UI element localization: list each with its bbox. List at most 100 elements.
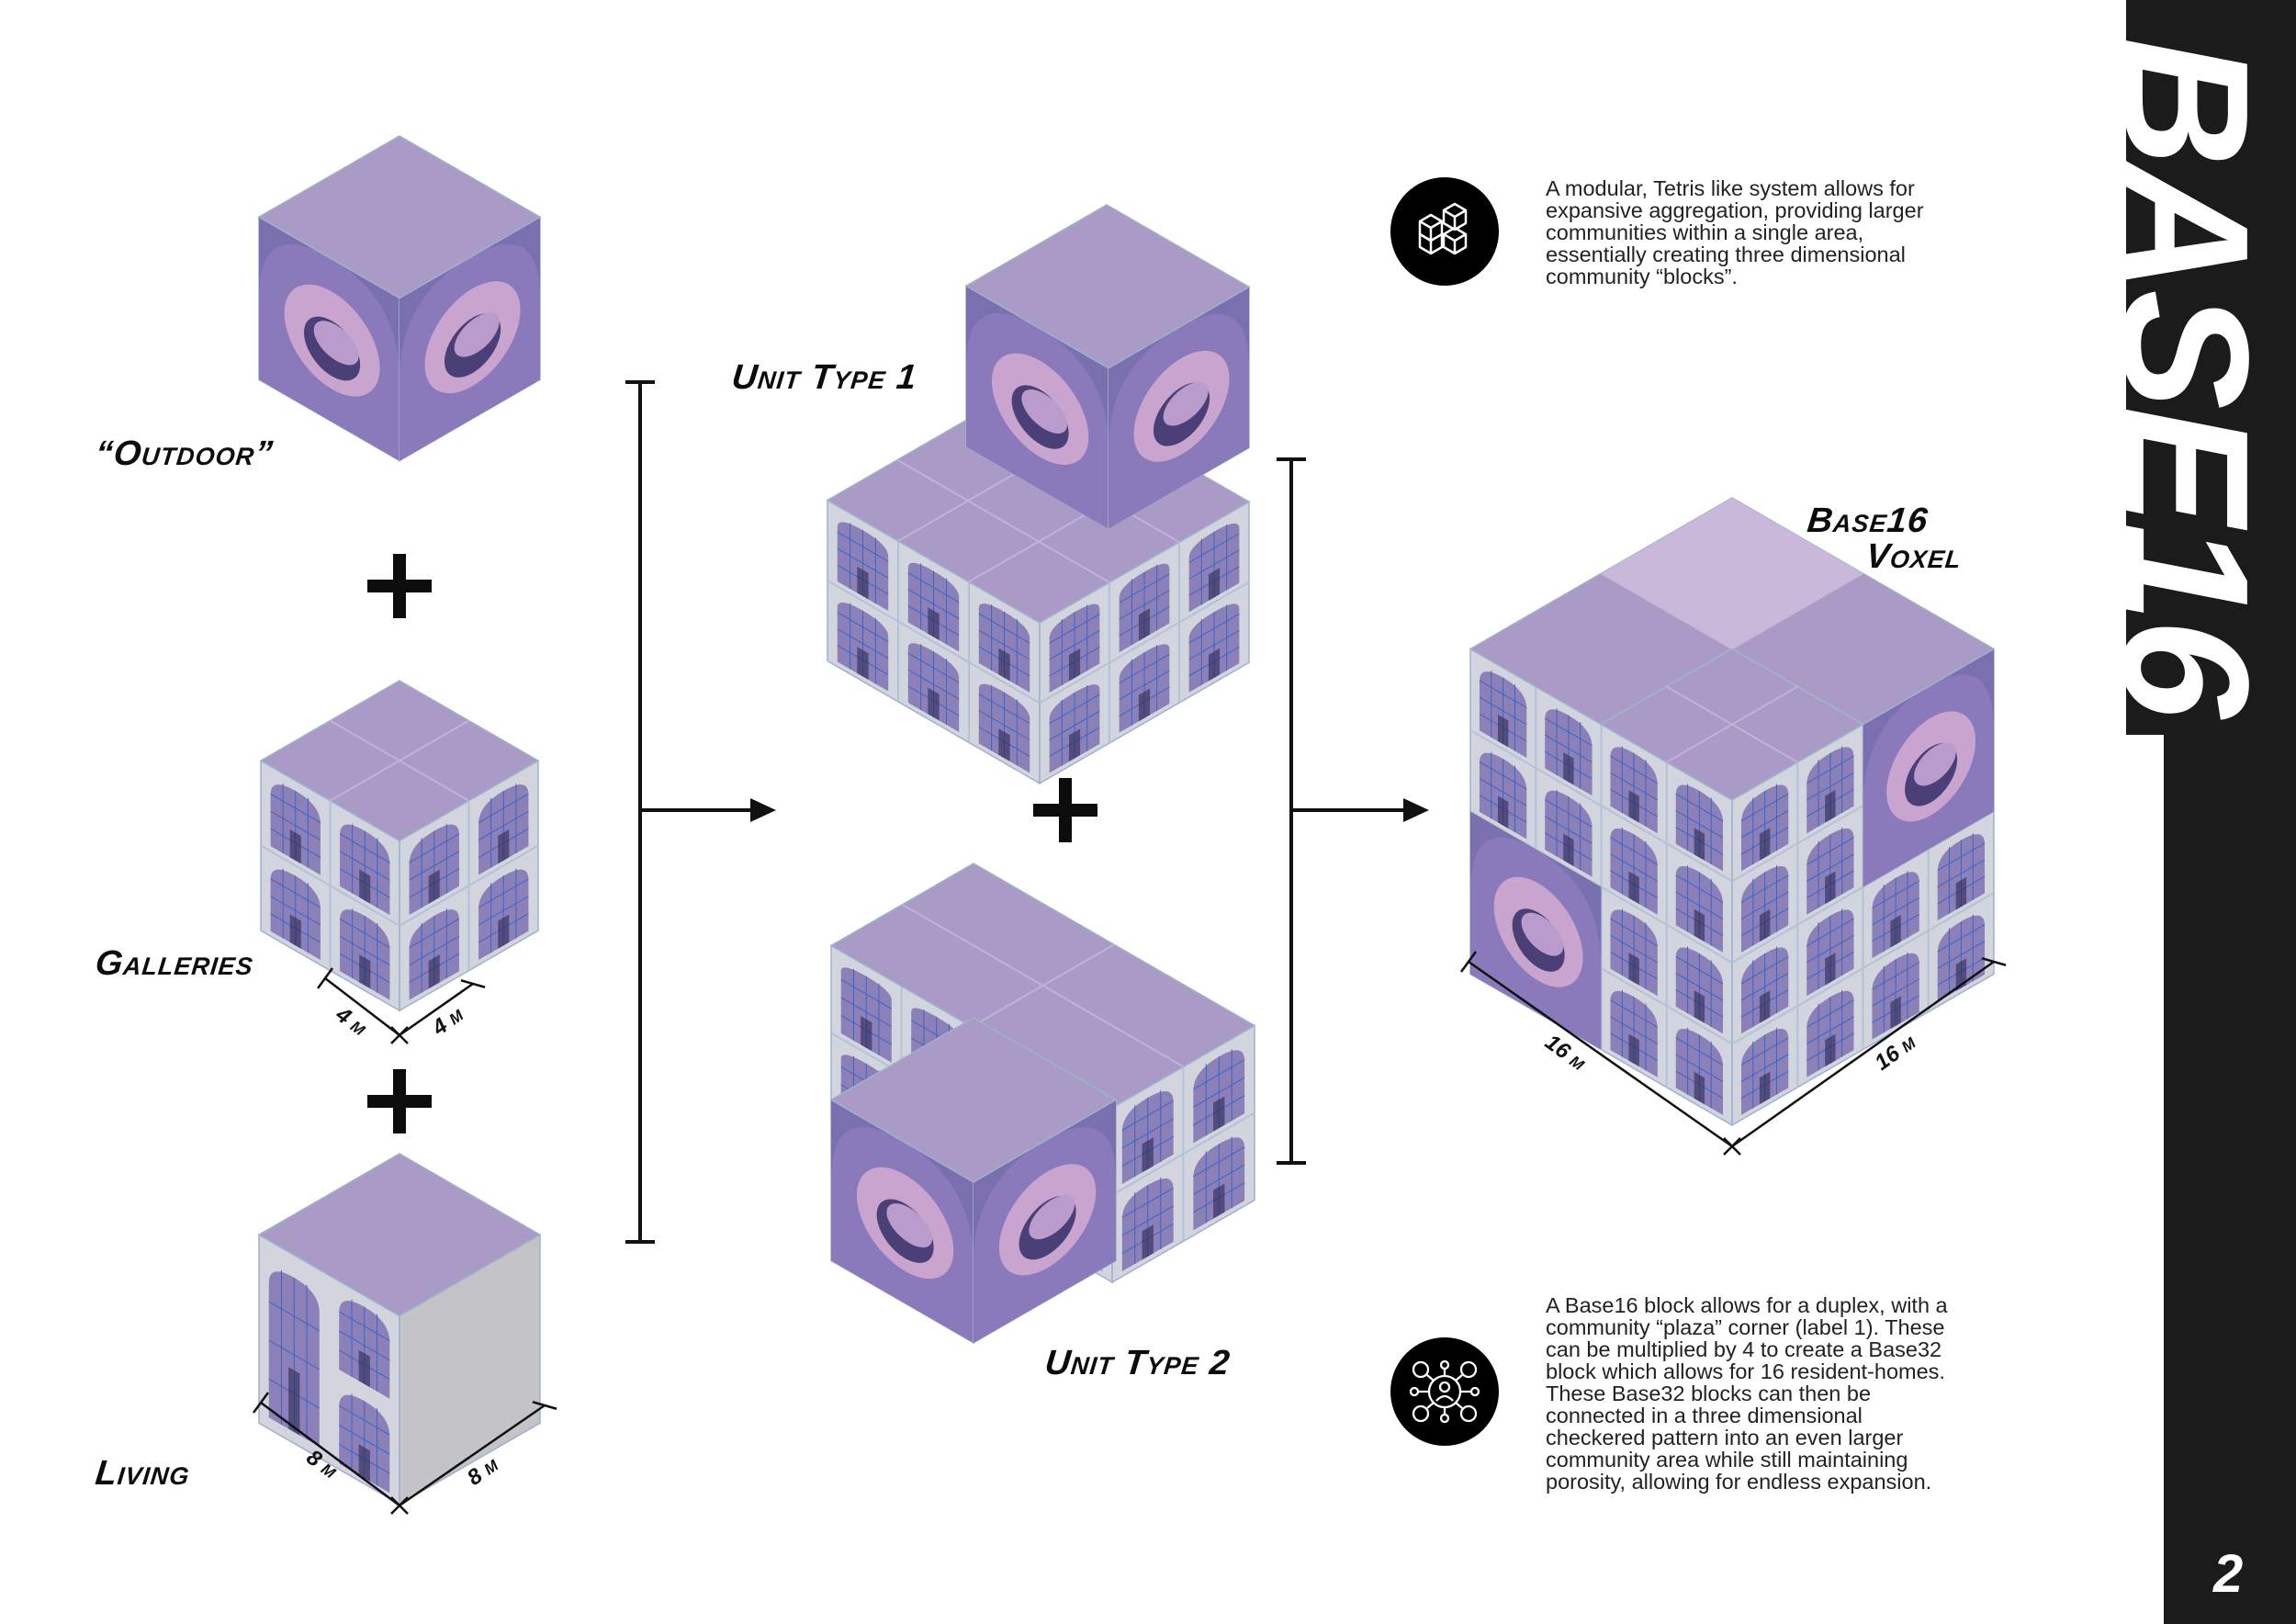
resident-figure <box>1955 876 1967 910</box>
resident-figure <box>1628 790 1639 823</box>
description-line: A Base16 block allows for a duplex, with… <box>1546 1293 1948 1317</box>
bracket-arrow-2 <box>1277 457 1429 1165</box>
resident-figure <box>1694 990 1705 1023</box>
resident-figure <box>428 954 440 989</box>
voxel-plaza-grid <box>1602 648 1863 799</box>
resident-figure <box>1138 608 1151 641</box>
label-unit-type-1: Unit Type 1 <box>729 358 919 397</box>
description-line: essentially creating three dimensional <box>1546 242 1906 266</box>
dimension-tick <box>316 967 334 989</box>
resident-figure <box>857 647 869 681</box>
resident-figure <box>1628 871 1639 905</box>
resident-figure <box>1213 1183 1225 1219</box>
resident-figure <box>1497 795 1509 829</box>
description-base16-block: A Base16 block allows for a duplex, with… <box>1546 1294 1948 1493</box>
resident-figure <box>1068 648 1081 682</box>
label-outdoor: “Outdoor” <box>93 434 276 473</box>
unit-type-1-outdoor-cube <box>966 205 1249 529</box>
plus-icon <box>1033 778 1097 842</box>
outdoor-module-cube <box>259 136 540 461</box>
resident-figure <box>359 869 371 904</box>
label-voxel-line2: Voxel <box>1863 537 1964 576</box>
description-line: community “blocks”. <box>1546 265 1738 288</box>
right-face <box>974 1100 1116 1342</box>
resident-figure <box>358 1444 370 1482</box>
plus-icon <box>367 1069 432 1133</box>
resident-figure <box>428 869 440 904</box>
resident-figure <box>1759 1071 1771 1105</box>
resident-figure <box>998 728 1010 761</box>
resident-figure <box>288 1367 300 1436</box>
left-face <box>259 1235 400 1504</box>
left-face <box>827 501 1040 784</box>
resident-figure <box>928 687 940 721</box>
left-face <box>831 1100 974 1342</box>
resident-figure <box>1628 953 1639 986</box>
resident-figure <box>1497 714 1509 748</box>
base16-voxel-block <box>1470 498 1994 1125</box>
dimension-line <box>1731 960 1995 1148</box>
resident-figure <box>289 829 301 864</box>
dimension-tick <box>460 979 486 988</box>
bracket-arrow-1 <box>625 380 776 1244</box>
title-bar-extension <box>2126 0 2167 735</box>
resident-figure <box>998 648 1010 682</box>
resident-figure <box>1142 1224 1154 1260</box>
dimension-cross <box>1723 1137 1741 1156</box>
resident-figure <box>1628 1033 1639 1067</box>
top-face <box>259 136 540 299</box>
resident-figure <box>498 914 510 949</box>
resident-figure <box>359 954 371 989</box>
description-modular-system: A modular, Tetris like system allows for… <box>1546 177 1924 288</box>
top-face <box>966 205 1249 368</box>
description-line: expansive aggregation, providing larger <box>1546 198 1924 222</box>
unit-type-2-outdoor-cube <box>831 1018 1116 1343</box>
resident-figure <box>358 1349 370 1388</box>
label-living: Living <box>93 1454 192 1493</box>
side-title-bar <box>2164 0 2296 1624</box>
label-voxel-line1: Base16 <box>1805 502 1930 540</box>
resident-figure <box>1825 790 1836 823</box>
right-face <box>1040 502 1249 784</box>
resident-figure <box>1142 1137 1154 1173</box>
dimension-tick <box>252 1392 270 1414</box>
dimension-label: 4 m <box>427 1001 468 1041</box>
dimension-line <box>399 982 474 1037</box>
resident-figure <box>1825 1033 1836 1067</box>
plus-icon <box>367 554 432 618</box>
resident-figure <box>1825 953 1836 986</box>
resident-figure <box>1563 833 1574 867</box>
arrow-head-icon <box>1403 798 1429 822</box>
dimension-cross <box>390 1026 409 1044</box>
description-line: checkered pattern into an even larger <box>1546 1426 1904 1449</box>
description-line: A modular, Tetris like system allows for <box>1546 176 1915 200</box>
dimension-tick <box>1981 957 2007 966</box>
resident-figure <box>1694 908 1705 942</box>
arrow-head-icon <box>750 798 776 822</box>
description-line: These Base32 blocks can then be <box>1546 1382 1872 1405</box>
description-line: can be multiplied by 4 to create a Base3… <box>1546 1337 1942 1361</box>
resident-figure <box>1208 648 1221 682</box>
description-line: block which allows for 16 resident-homes… <box>1546 1359 1945 1383</box>
right-face <box>400 761 538 1010</box>
unit-type-1-lower-block <box>827 379 1249 784</box>
resident-figure <box>857 566 869 600</box>
top-face <box>259 1154 540 1316</box>
resident-figure <box>498 829 510 864</box>
resident-figure <box>1563 751 1574 785</box>
resident-figure <box>289 914 301 949</box>
dimension-label: 4 m <box>331 1001 372 1041</box>
dimension-line <box>324 977 400 1036</box>
dimension-line <box>1468 960 1733 1148</box>
resident-figure <box>1138 688 1151 722</box>
left-face <box>1470 648 1732 1124</box>
stacked-cubes-icon <box>1390 177 1499 286</box>
dimension-tick <box>1459 951 1478 973</box>
right-face <box>1732 648 1994 1124</box>
galleries-module-cube <box>261 681 538 1010</box>
description-line: community area while still maintaining <box>1546 1448 1908 1472</box>
resident-figure <box>1759 828 1771 861</box>
resident-figure <box>1759 908 1771 942</box>
